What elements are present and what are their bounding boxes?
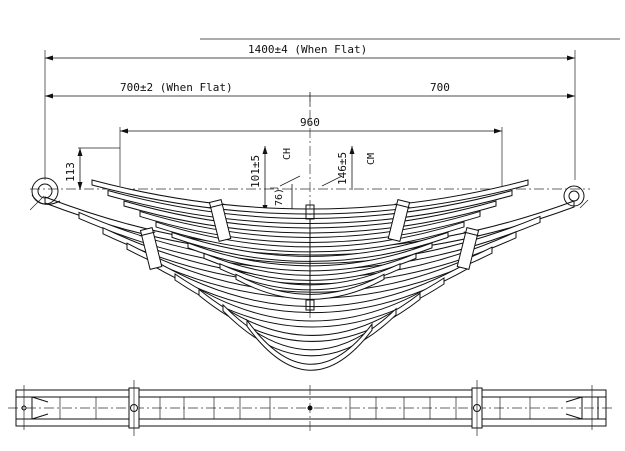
- main-height-label: 146±5: [336, 152, 349, 185]
- plan-view: [8, 380, 615, 436]
- main-leaf: [102, 227, 517, 285]
- plan-clip-rear: [471, 380, 483, 436]
- plan-rear-eye: [565, 385, 599, 430]
- camber-dimensions: 101±5 CH 146±5 CM (76): [249, 146, 377, 214]
- main-leaf-pack: [44, 196, 575, 371]
- half-length-rear-label: 700: [430, 81, 450, 94]
- overall-length-label: 1400±4 (When Flat): [248, 43, 367, 56]
- helper-leaf: [203, 252, 417, 281]
- helper-leaf: [187, 242, 433, 272]
- main-leaf: [126, 242, 493, 299]
- rebound-clip: [456, 227, 480, 270]
- front-eye: [29, 177, 61, 211]
- main-leaf: [198, 288, 421, 342]
- plan-leaf-ends: [59, 397, 531, 419]
- rebound-clips: [139, 199, 480, 270]
- plan-front-eye: [15, 385, 49, 430]
- half-length-front-label: 700±2 (When Flat): [120, 81, 233, 94]
- helper-height-label: 101±5: [249, 155, 262, 188]
- eye-height-label: 113: [64, 162, 77, 182]
- rebound-clip: [139, 227, 163, 270]
- eye-height-dimension: 113: [64, 147, 120, 190]
- rebound-clip: [387, 199, 411, 242]
- helper-leaf: [171, 231, 449, 262]
- rear-eye: [563, 185, 589, 209]
- helper-leaf: [155, 221, 465, 253]
- helper-span-dimension: 960: [119, 116, 503, 186]
- overall-length-dimension: 1400±4 (When Flat): [44, 38, 620, 180]
- helper-leaf: [235, 273, 385, 300]
- main-leaf: [246, 318, 373, 371]
- plan-centre-bolt: [307, 405, 313, 411]
- main-height-tag: CM: [366, 153, 377, 165]
- main-leaf: [174, 273, 445, 328]
- plan-clip-front: [128, 380, 140, 436]
- helper-height-tag: CH: [282, 148, 293, 160]
- reference-label: (76): [274, 188, 285, 212]
- helper-span-label: 960: [300, 116, 320, 129]
- helper-leaf: [219, 263, 401, 291]
- rebound-clip: [208, 199, 232, 242]
- centre-bolt: [305, 204, 315, 312]
